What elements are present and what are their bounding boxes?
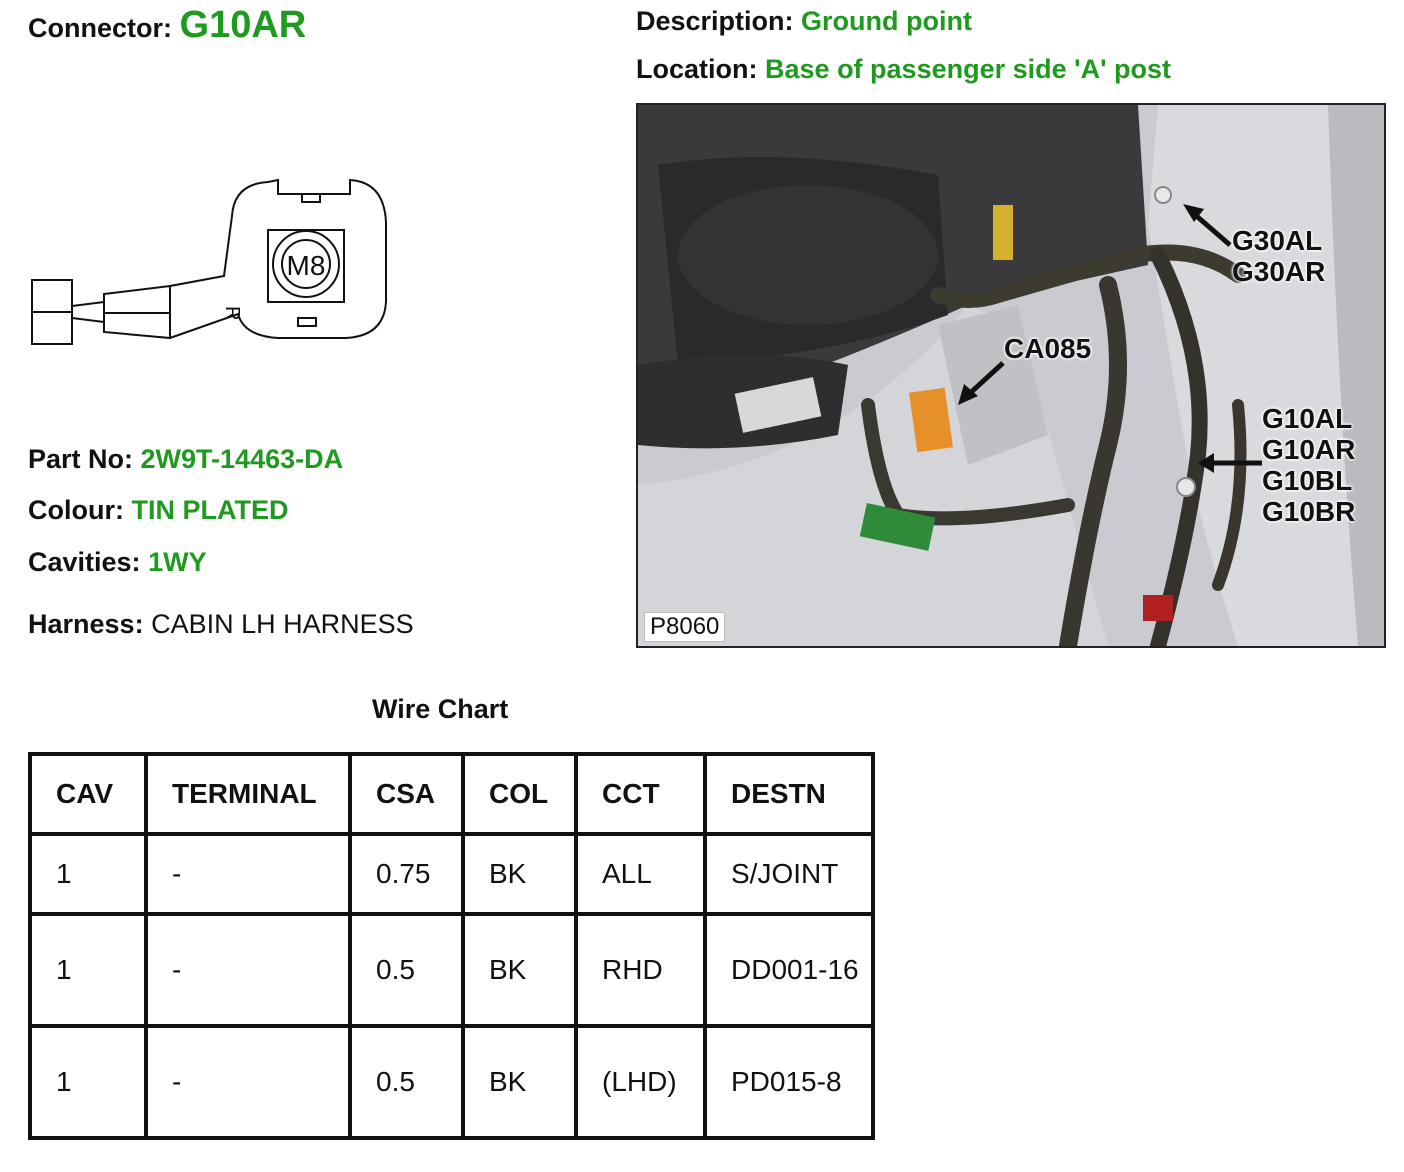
photo-id-label: P8060 bbox=[644, 612, 726, 642]
ring-terminal-diagram: M8 R bbox=[31, 178, 387, 345]
cell-col: BK bbox=[461, 912, 578, 1028]
callout-g30: G30AL G30AR bbox=[1232, 225, 1325, 287]
callout-g10br: G10BR bbox=[1262, 496, 1356, 527]
cell-cct: RHD bbox=[574, 912, 707, 1028]
header-destn: DESTN bbox=[703, 752, 875, 836]
part-number-label: Part No: bbox=[28, 444, 134, 474]
cell-csa: 0.5 bbox=[348, 1024, 465, 1140]
wire-chart-title: Wire Chart bbox=[372, 694, 509, 724]
harness-field: Harness: CABIN LH HARNESS bbox=[28, 609, 414, 640]
cell-terminal: - bbox=[144, 1024, 352, 1140]
table-row: 1 - 0.75 BK ALL S/JOINT bbox=[28, 832, 875, 916]
header-col: COL bbox=[461, 752, 578, 836]
location-label: Location: bbox=[636, 54, 758, 84]
stud-size-label: M8 bbox=[287, 250, 326, 281]
description-label: Description: bbox=[636, 6, 794, 36]
callout-g10: G10AL G10AR G10BL G10BR bbox=[1262, 403, 1355, 527]
cell-destn: S/JOINT bbox=[703, 832, 875, 916]
cell-cav: 1 bbox=[28, 912, 148, 1028]
location-photo: G30AL G30AR CA085 G10AL G10AR G10BL G10B… bbox=[636, 103, 1386, 648]
header-csa: CSA bbox=[348, 752, 465, 836]
callout-g10bl: G10BL bbox=[1262, 465, 1353, 496]
colour-label: Colour: bbox=[28, 495, 124, 525]
table-header-row: CAV TERMINAL CSA COL CCT DESTN bbox=[28, 752, 875, 836]
cell-terminal: - bbox=[144, 832, 352, 916]
cell-terminal: - bbox=[144, 912, 352, 1028]
cell-destn: PD015-8 bbox=[703, 1024, 875, 1140]
part-number-value: 2W9T-14463-DA bbox=[140, 444, 344, 474]
cell-csa: 0.5 bbox=[348, 912, 465, 1028]
connector-value: G10AR bbox=[179, 4, 307, 46]
colour-field: Colour: TIN PLATED bbox=[28, 495, 289, 526]
location-value: Base of passenger side 'A' post bbox=[765, 54, 1171, 84]
cavities-field: Cavities: 1WY bbox=[28, 547, 207, 578]
cell-cav: 1 bbox=[28, 1024, 148, 1140]
cavities-value: 1WY bbox=[148, 547, 207, 577]
harness-label: Harness: bbox=[28, 609, 144, 639]
callout-g30ar: G30AR bbox=[1232, 256, 1326, 287]
cell-col: BK bbox=[461, 1024, 578, 1140]
connector-label: Connector: bbox=[28, 13, 172, 43]
location-field: Location: Base of passenger side 'A' pos… bbox=[636, 54, 1171, 85]
header-cav: CAV bbox=[28, 752, 148, 836]
part-number-field: Part No: 2W9T-14463-DA bbox=[28, 444, 343, 475]
cavities-label: Cavities: bbox=[28, 547, 141, 577]
photo-illustration bbox=[638, 105, 1384, 646]
header-terminal: TERMINAL bbox=[144, 752, 352, 836]
description-field: Description: Ground point bbox=[636, 6, 972, 37]
cell-cct: ALL bbox=[574, 832, 707, 916]
table-row: 1 - 0.5 BK (LHD) PD015-8 bbox=[28, 1024, 875, 1140]
cell-cct: (LHD) bbox=[574, 1024, 707, 1140]
cell-col: BK bbox=[461, 832, 578, 916]
callout-g10ar: G10AR bbox=[1262, 434, 1356, 465]
callout-g30al: G30AL bbox=[1232, 225, 1323, 256]
colour-value: TIN PLATED bbox=[131, 495, 289, 525]
callout-ca085: CA085 bbox=[1004, 333, 1092, 364]
description-value: Ground point bbox=[801, 6, 972, 36]
cell-destn: DD001-16 bbox=[703, 912, 875, 1028]
cell-cav: 1 bbox=[28, 832, 148, 916]
wire-chart-table: CAV TERMINAL CSA COL CCT DESTN 1 - 0.75 … bbox=[28, 752, 875, 1140]
harness-value: CABIN LH HARNESS bbox=[151, 609, 414, 639]
table-row: 1 - 0.5 BK RHD DD001-16 bbox=[28, 912, 875, 1028]
connector-field: Connector: G10AR bbox=[28, 4, 306, 47]
callout-g10al: G10AL bbox=[1262, 403, 1353, 434]
terminal-mark-label: R bbox=[221, 306, 243, 320]
header-cct: CCT bbox=[574, 752, 707, 836]
cell-csa: 0.75 bbox=[348, 832, 465, 916]
